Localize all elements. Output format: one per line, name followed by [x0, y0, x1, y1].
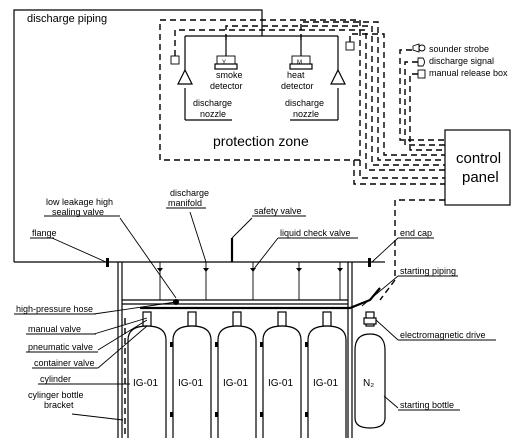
high-pressure-hose-label: high-pressure hose: [16, 304, 93, 314]
liquid-check-valve-label: liquid check valve: [280, 228, 351, 238]
nozzle-left-label-1: discharge: [193, 98, 232, 108]
discharge-nozzle-left-icon: [177, 68, 193, 85]
discharge-piping-label: discharge piping: [27, 13, 107, 25]
nozzle-left-label-2: nozzle: [200, 109, 226, 119]
callout-underlines: [14, 207, 496, 411]
end-cap-label: end cap: [400, 228, 432, 238]
smoke-detector-label-1: smoke: [216, 70, 243, 80]
cylinder-5-label: IG-01: [313, 378, 338, 389]
starting-bottle-label: starting bottle: [400, 400, 454, 410]
pneumatic-valve-label: pneumatic valve: [28, 342, 93, 352]
starting-bottle-mark: N₂: [363, 378, 374, 389]
heat-detector-icon: [289, 40, 313, 70]
heat-detector-mark: M: [297, 60, 302, 66]
callout-leaders: [51, 211, 399, 421]
discharge-nozzle-right-icon: [330, 68, 346, 85]
control-panel-box: [444, 129, 511, 206]
cylinder-bank: [124, 311, 347, 438]
bracket-label-1: cylinger bottle: [28, 390, 84, 400]
sounder-strobe-label: sounder strobe: [429, 44, 489, 54]
flange-left-icon: [106, 258, 109, 267]
right-terminal-box: [345, 41, 355, 51]
manual-release-box-label: manual release box: [429, 68, 508, 78]
heat-detector-label-2: detector: [281, 81, 314, 91]
manual-release-box-icon: [417, 69, 426, 79]
alarm-wiring: [399, 49, 445, 151]
discharge-piping: [13, 9, 385, 263]
discharge-signal-label: discharge signal: [429, 56, 494, 66]
discharge-manifold-label-1: discharge: [170, 188, 209, 198]
container-valve-label: container valve: [34, 358, 95, 368]
detector-wiring: [174, 21, 445, 185]
sounder-strobe-icon: [412, 43, 426, 53]
cylinder-label: cylinder: [40, 374, 71, 384]
protection-zone-boundary: [159, 19, 361, 161]
flange-right-icon: [368, 258, 371, 267]
smoke-detector-mark: Y: [222, 60, 226, 66]
heat-detector-label-1: heat: [287, 70, 305, 80]
safety-valve-label: safety valve: [254, 206, 302, 216]
check-valve-drops: [157, 262, 343, 300]
discharge-manifold-label-2: manifold: [168, 198, 202, 208]
flange-label: flange: [32, 228, 57, 238]
cylinder-1-label: IG-01: [133, 378, 158, 389]
nozzle-right-label-2: nozzle: [293, 109, 319, 119]
smoke-detector-label-2: detector: [210, 81, 243, 91]
cylinder-4-label: IG-01: [268, 378, 293, 389]
low-leakage-valve-label-1: low leakage high: [46, 197, 113, 207]
cylinder-2-label: IG-01: [178, 378, 203, 389]
nozzle-piping: [184, 35, 339, 121]
control-panel-label-1: control: [456, 150, 501, 167]
control-to-drive-wiring: [379, 199, 445, 301]
protection-zone-label: protection zone: [213, 133, 309, 149]
discharge-signal-icon: [417, 57, 425, 67]
nozzle-right-label-1: discharge: [285, 98, 324, 108]
cylinder-3-label: IG-01: [223, 378, 248, 389]
starting-bottle-icon: [354, 311, 386, 429]
low-leakage-valve-label-2: sealing valve: [52, 207, 104, 217]
starting-piping-label: starting piping: [400, 266, 456, 276]
left-terminal-box: [170, 55, 180, 65]
bracket-label-2: bracket: [44, 400, 74, 410]
smoke-detector-icon: [214, 40, 238, 70]
control-panel-label-2: panel: [462, 169, 499, 186]
electromagnetic-drive-label: electromagnetic drive: [400, 330, 486, 340]
starting-piping: [140, 287, 381, 310]
manual-valve-label: manual valve: [28, 324, 81, 334]
